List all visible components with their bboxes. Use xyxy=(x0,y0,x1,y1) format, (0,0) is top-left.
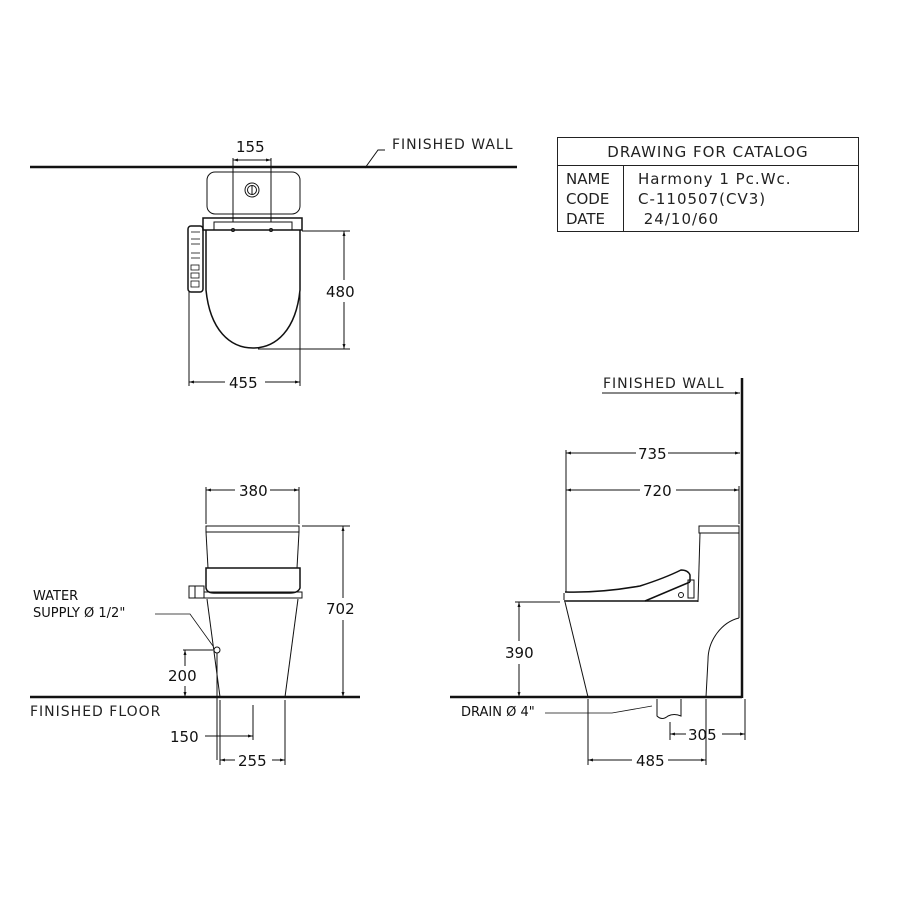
dim-255: 255 xyxy=(238,752,267,770)
dim-485: 485 xyxy=(636,752,665,770)
drain-label: DRAIN Ø 4" xyxy=(461,705,535,720)
dim-702: 702 xyxy=(326,600,355,618)
dim-380: 380 xyxy=(239,482,268,500)
date-key: DATE xyxy=(566,210,606,228)
title-block-header: DRAWING FOR CATALOG xyxy=(558,138,858,166)
code-key: CODE xyxy=(566,190,610,208)
code-value: C-110507(CV3) xyxy=(638,190,767,208)
control-panel-icon xyxy=(187,225,204,293)
top-wall-label: FINISHED WALL xyxy=(392,137,514,153)
dim-305: 305 xyxy=(688,726,717,744)
dim-455: 455 xyxy=(229,374,258,392)
top-view xyxy=(30,149,517,386)
dim-480: 480 xyxy=(326,283,355,301)
dim-720: 720 xyxy=(643,482,672,500)
date-value: 24/10/60 xyxy=(638,210,720,228)
water-supply-label-2: SUPPLY Ø 1/2" xyxy=(33,606,126,621)
name-value: Harmony 1 Pc.Wc. xyxy=(638,170,792,188)
seat-outline xyxy=(205,230,301,349)
name-key: NAME xyxy=(566,170,610,188)
side-view xyxy=(450,378,746,765)
dim-150: 150 xyxy=(170,728,199,746)
side-wall-label: FINISHED WALL xyxy=(603,376,725,392)
dim-155: 155 xyxy=(236,138,265,156)
title-block: DRAWING FOR CATALOG NAME CODE DATE Harmo… xyxy=(557,137,859,232)
dim-390: 390 xyxy=(505,644,534,662)
dim-200: 200 xyxy=(168,667,197,685)
front-view xyxy=(30,487,360,765)
dim-735: 735 xyxy=(638,445,667,463)
water-supply-label-1: WATER xyxy=(33,589,79,604)
finished-floor-label: FINISHED FLOOR xyxy=(30,704,162,720)
flush-button-icon xyxy=(244,182,260,198)
